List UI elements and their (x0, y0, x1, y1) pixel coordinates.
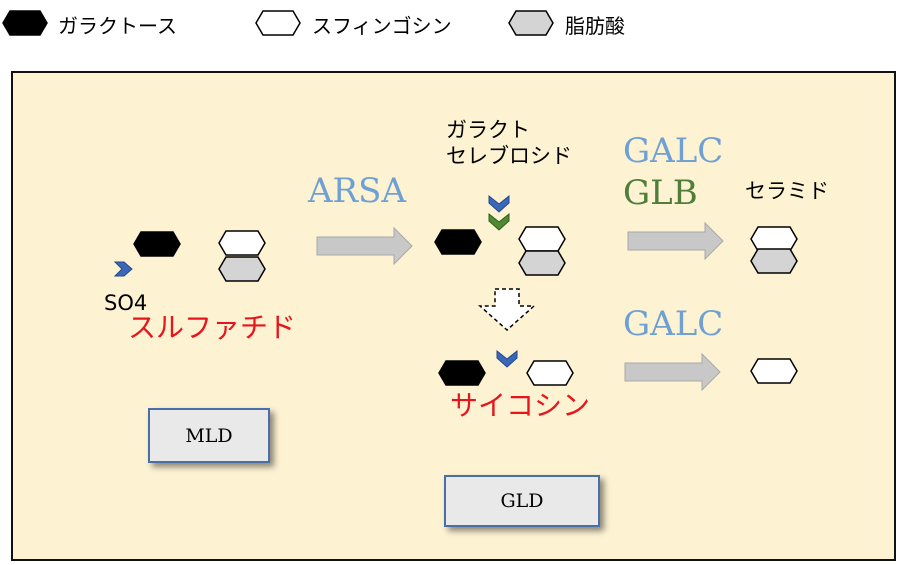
galactocerebroside-galactose-hexagon (434, 229, 482, 255)
fatty-acid-hexagon-icon (508, 10, 554, 36)
psychosine-sphingosine-hexagon (526, 360, 574, 386)
psychosine-galactose-hexagon (438, 360, 486, 386)
galc-enzyme-label-lower: GALC (623, 304, 724, 344)
galactocerebroside-fatty-acid-hexagon (518, 250, 566, 276)
sphingosine-product-hexagon (750, 358, 798, 384)
arsa-arrow-icon (316, 226, 413, 266)
galactocerebroside-blue-chevron-icon (488, 194, 510, 213)
galc-glb-arrow-icon (627, 221, 724, 261)
so4-label: SO4 (104, 291, 148, 315)
galc-lower-arrow-icon (624, 352, 721, 392)
legend-galactose-label: ガラクトース (58, 14, 177, 38)
sulfatide-fatty-acid-hexagon (218, 256, 266, 282)
galactocerebroside-label: ガラクト セレブロシド (446, 118, 572, 169)
sulfatide-galactose-hexagon (133, 231, 181, 257)
psychosine-blue-chevron-icon (496, 349, 518, 368)
arsa-enzyme-label: ARSA (308, 171, 406, 211)
galactocerebroside-sphingosine-hexagon (518, 226, 566, 252)
sulfatide-sphingosine-hexagon (218, 230, 266, 256)
legend-fatty-acid-label: 脂肪酸 (565, 14, 625, 38)
mld-disease-box: MLD (148, 408, 270, 463)
ceramide-label: セラミド (745, 179, 829, 203)
sulfatide-label: スルファチド (128, 311, 297, 344)
ceramide-fatty-acid-hexagon (750, 248, 798, 274)
galactocerebroside-green-chevron-icon (488, 212, 510, 231)
gld-disease-box: GLD (444, 475, 600, 527)
glb-enzyme-label: GLB (623, 173, 698, 213)
dashed-down-arrow-icon (478, 288, 536, 332)
so4-chevron-icon (113, 261, 133, 277)
galc-enzyme-label-upper: GALC (623, 131, 724, 171)
psychosine-label: サイコシン (450, 389, 591, 422)
galactose-hexagon-icon (2, 10, 48, 36)
sphingosine-hexagon-icon (255, 10, 301, 36)
legend-sphingosine-label: スフィンゴシン (312, 14, 452, 38)
